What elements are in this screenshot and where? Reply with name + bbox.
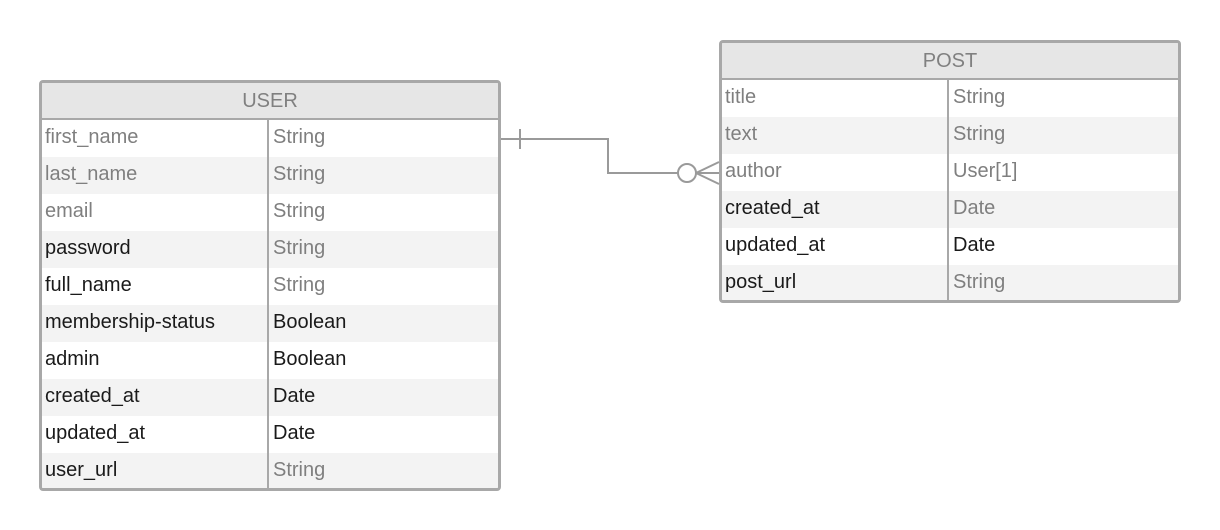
entity-title: POST [722,43,1178,80]
entity-title: USER [42,83,498,120]
attribute-type: String [273,163,326,185]
attribute-name: updated_at [722,228,949,265]
many-crowfoot-lower [695,172,720,185]
attribute-type: Boolean [273,348,347,370]
attribute-name: last_name [42,157,269,194]
attribute-name: text [722,117,949,154]
attribute-type: String [953,123,1006,145]
attribute-name: created_at [42,379,269,416]
attribute-name: first_name [42,120,269,157]
attribute-name: password [42,231,269,268]
attribute-type: String [953,86,1006,108]
attribute-type: Date [273,422,316,444]
attribute-type: Date [953,197,996,219]
attribute-type: String [273,459,326,481]
zero-cardinality-circle [677,163,697,183]
attribute-type: String [953,271,1006,293]
attribute-name: author [722,154,949,191]
attribute-name: full_name [42,268,269,305]
attribute-type: Date [953,234,996,256]
attribute-type: Boolean [273,311,347,333]
attribute-type: String [273,237,326,259]
attribute-type: String [273,126,326,148]
attribute-name: updated_at [42,416,269,453]
attribute-name: post_url [722,265,949,300]
attribute-name: created_at [722,191,949,228]
attribute-type: String [273,200,326,222]
attribute-name: membership-status [42,305,269,342]
attribute-name: email [42,194,269,231]
attribute-name: user_url [42,453,269,488]
attribute-type: String [273,274,326,296]
attribute-name: title [722,80,949,117]
attribute-type: User[1] [953,160,1018,182]
many-crowfoot-upper [695,161,720,174]
relationship-line [501,138,678,174]
attribute-name: admin [42,342,269,379]
attribute-type: Date [273,385,316,407]
